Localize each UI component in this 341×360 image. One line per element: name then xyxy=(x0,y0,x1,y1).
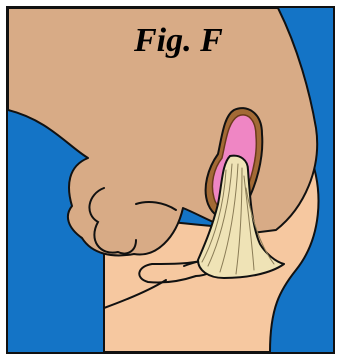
figure-frame: Fig. F xyxy=(6,6,335,354)
figure-label: Fig. F xyxy=(134,24,223,58)
anatomical-illustration xyxy=(8,8,333,352)
